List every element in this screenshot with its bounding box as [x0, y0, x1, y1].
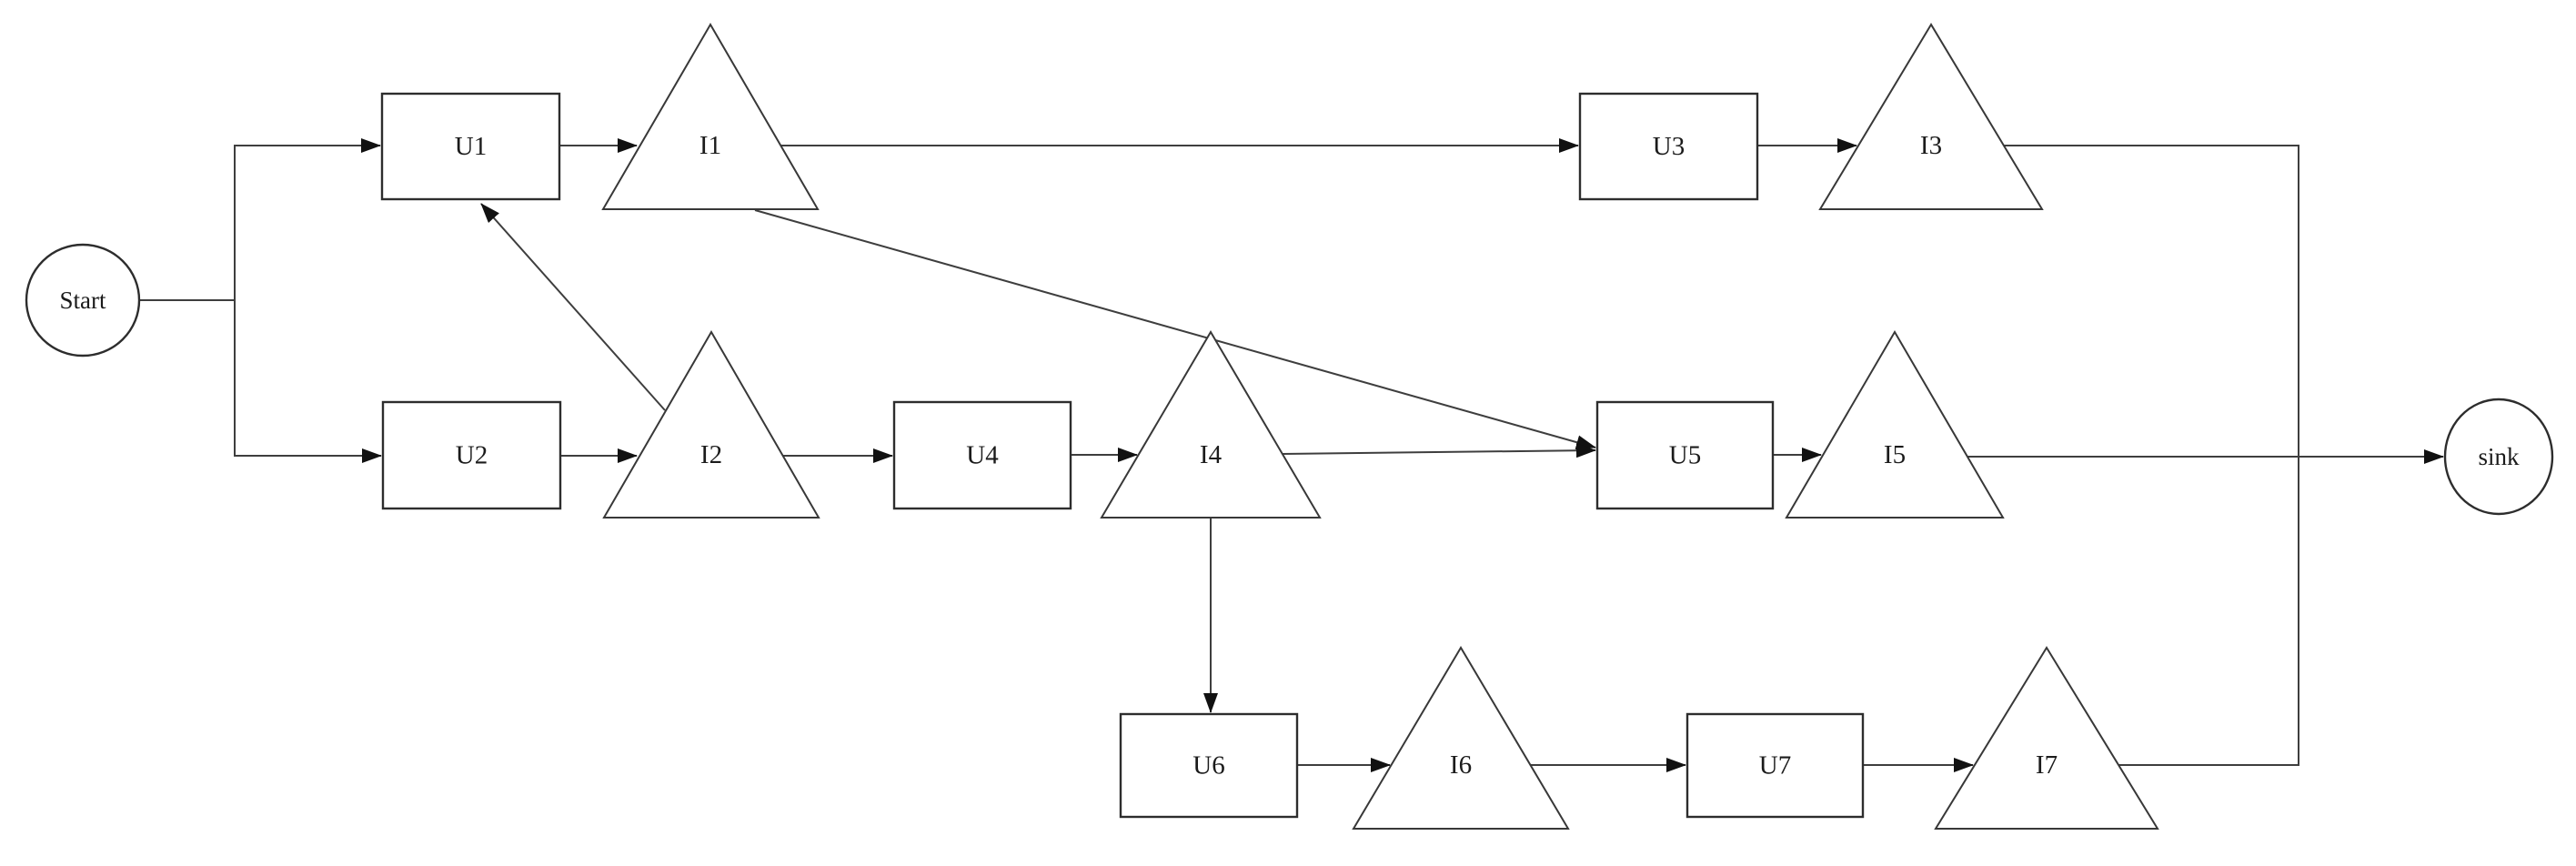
i6-label: I6 [1450, 750, 1472, 780]
u6-rect-shape [1119, 712, 1299, 819]
sink-circle-shape [2443, 398, 2554, 516]
node-i4: I4 [1100, 330, 1322, 519]
u1-rect-shape [380, 92, 561, 201]
i2-triangle-shape [602, 330, 820, 519]
u4-label: U4 [966, 441, 999, 470]
i1-triangle-shape [601, 23, 820, 210]
u3-label: U3 [1653, 132, 1685, 161]
i3-label: I3 [1920, 131, 1942, 160]
i7-label: I7 [2036, 750, 2058, 780]
node-u7: U7 [1685, 712, 1865, 819]
edge-start-to-u1 [139, 138, 381, 301]
i7-triangle-shape [1934, 646, 2159, 830]
u1-label: U1 [455, 132, 487, 161]
u2-label: U2 [456, 441, 488, 470]
node-u4: U4 [892, 400, 1072, 510]
u7-label: U7 [1759, 751, 1791, 780]
node-i5: I5 [1785, 330, 2005, 519]
node-u1: U1 [380, 92, 561, 201]
node-i6: I6 [1352, 646, 1570, 830]
i5-label: I5 [1884, 440, 1906, 469]
edge-i7-to-sink [2118, 457, 2299, 766]
edge-start-to-u2 [139, 299, 382, 463]
sink-label: sink [2478, 443, 2520, 470]
u5-label: U5 [1669, 441, 1701, 470]
node-start: Start [25, 243, 141, 357]
i4-label: I4 [1200, 440, 1223, 469]
edge-i4-to-u5 [1282, 443, 1596, 458]
i2-label: I2 [700, 440, 722, 469]
node-sink: sink [2443, 398, 2554, 516]
start-label: Start [60, 287, 106, 314]
node-u2: U2 [381, 400, 562, 510]
edge-i1-to-u5 [754, 209, 1596, 449]
u3-rect-shape [1578, 92, 1759, 201]
i1-label: I1 [699, 131, 721, 160]
i6-triangle-shape [1352, 646, 1570, 830]
i3-triangle-shape [1818, 23, 2044, 210]
node-i7: I7 [1934, 646, 2159, 830]
u6-label: U6 [1192, 751, 1224, 780]
i5-triangle-shape [1785, 330, 2005, 519]
node-i1: I1 [601, 23, 820, 210]
node-u6: U6 [1119, 712, 1299, 819]
node-u5: U5 [1595, 400, 1775, 510]
i4-triangle-shape [1100, 330, 1322, 519]
node-i2: I2 [602, 330, 820, 519]
node-i3: I3 [1818, 23, 2044, 210]
u4-rect-shape [892, 400, 1072, 510]
u7-rect-shape [1685, 712, 1865, 819]
u5-rect-shape [1595, 400, 1775, 510]
edge-i2-to-u1 [480, 203, 666, 411]
start-circle-shape [25, 243, 141, 357]
node-u3: U3 [1578, 92, 1759, 201]
u2-rect-shape [381, 400, 562, 510]
edge-i3-to-sink [2004, 145, 2299, 457]
